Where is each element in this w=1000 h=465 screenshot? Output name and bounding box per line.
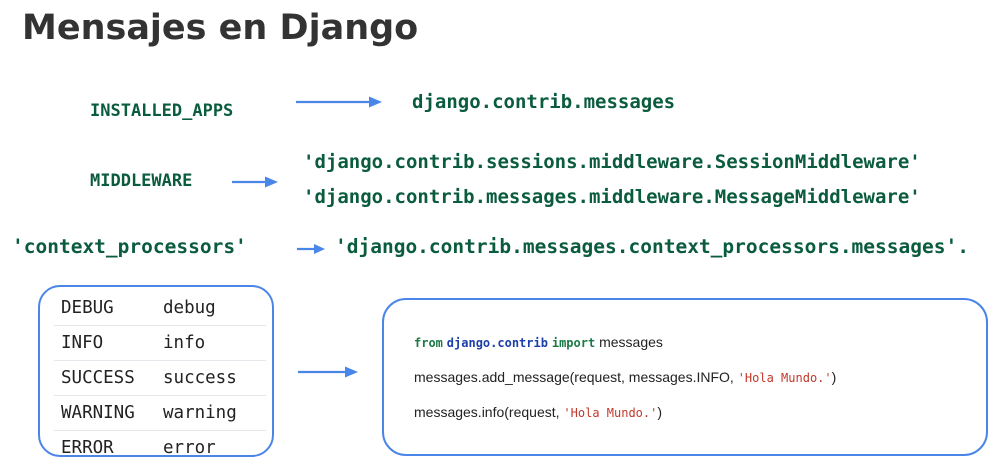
code-example-box: from django.contrib import messages mess… bbox=[382, 298, 988, 456]
code-line-add-message: messages.add_message(request, messages.I… bbox=[414, 369, 836, 385]
code-string: 'Hola Mundo.' bbox=[737, 371, 832, 385]
level-tag: info bbox=[159, 325, 266, 361]
arrow-right-icon bbox=[297, 244, 325, 254]
arrow-right-icon bbox=[296, 96, 382, 108]
table-row: DEBUG debug bbox=[54, 291, 266, 326]
message-levels-table: DEBUG debug INFO info SUCCESS success WA… bbox=[54, 291, 266, 457]
table-row: ERROR error bbox=[54, 431, 266, 457]
level-constant: WARNING bbox=[54, 395, 159, 431]
table-row: INFO info bbox=[54, 325, 266, 361]
module-name: django.contrib bbox=[446, 336, 548, 350]
middleware-message-value: 'django.contrib.messages.middleware.Mess… bbox=[303, 186, 921, 208]
keyword-import: import bbox=[551, 336, 596, 350]
level-constant: SUCCESS bbox=[54, 360, 159, 396]
message-levels-box: DEBUG debug INFO info SUCCESS success WA… bbox=[38, 285, 274, 457]
level-tag: success bbox=[159, 360, 266, 396]
code-call: messages.info(request, bbox=[414, 404, 560, 420]
arrow-right-icon bbox=[298, 366, 358, 378]
code-line-import: from django.contrib import messages bbox=[414, 334, 663, 350]
level-constant: ERROR bbox=[61, 438, 114, 457]
code-close: ) bbox=[831, 369, 837, 385]
table-row: WARNING warning bbox=[54, 395, 266, 431]
installed-apps-value: django.contrib.messages bbox=[412, 91, 676, 113]
middleware-label: MIDDLEWARE bbox=[90, 171, 193, 191]
code-line-info: messages.info(request, 'Hola Mundo.') bbox=[414, 404, 662, 420]
level-tag: warning bbox=[159, 395, 266, 431]
table-row: SUCCESS success bbox=[54, 360, 266, 396]
code-call: messages.add_message(request, messages.I… bbox=[414, 369, 734, 385]
level-constant: DEBUG bbox=[54, 291, 159, 326]
level-constant: INFO bbox=[54, 325, 159, 361]
arrow-right-icon bbox=[232, 176, 278, 188]
level-tag: debug bbox=[159, 291, 266, 326]
code-close: ) bbox=[657, 404, 663, 420]
middleware-session-value: 'django.contrib.sessions.middleware.Sess… bbox=[303, 151, 921, 173]
code-string: 'Hola Mundo.' bbox=[563, 406, 658, 420]
level-tag: error bbox=[163, 438, 216, 457]
page-title: Mensajes en Django bbox=[22, 8, 419, 48]
context-processors-label: 'context_processors' bbox=[12, 235, 247, 258]
imported-name: messages bbox=[599, 334, 663, 350]
keyword-from: from bbox=[414, 336, 443, 350]
installed-apps-label: INSTALLED_APPS bbox=[90, 101, 234, 121]
context-processors-value: 'django.contrib.messages.context_process… bbox=[335, 235, 969, 258]
